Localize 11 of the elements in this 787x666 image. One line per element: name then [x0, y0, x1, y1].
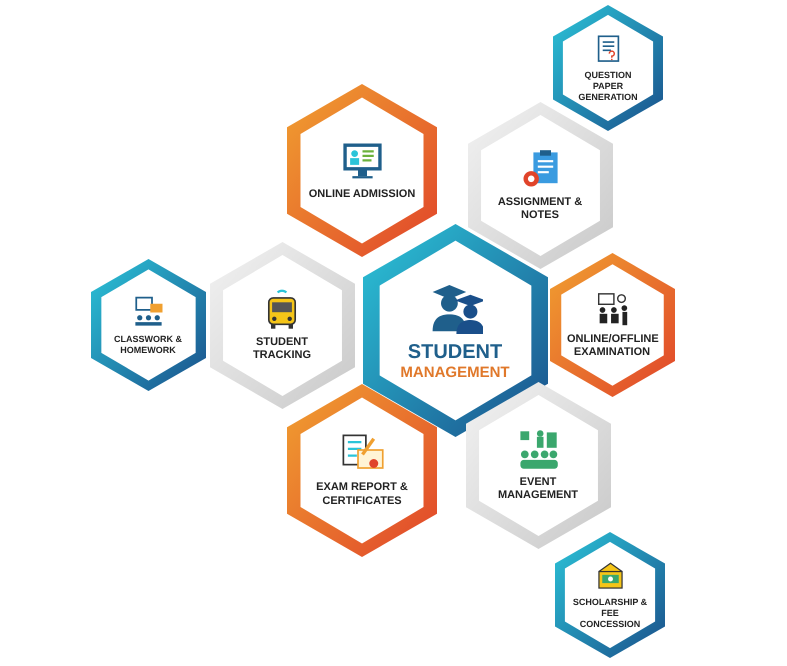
subtitle-text: MANAGEMENT	[400, 364, 510, 382]
tile-label: ONLINE ADMISSION	[308, 188, 416, 202]
tile-label: SCHOLARSHIP & FEE CONCESSION	[572, 597, 648, 630]
tile-label: EVENT MANAGEMENT	[496, 476, 580, 502]
tile-label: CLASSWORK & HOMEWORK	[112, 334, 183, 356]
tile-label: QUESTION PAPER GENERATION	[577, 70, 639, 103]
tile-label: STUDENT TRACKING	[252, 336, 312, 362]
tile-label: ONLINE/OFFLINE EXAMINATION	[567, 332, 657, 360]
title-text: STUDENT	[408, 340, 502, 364]
tile-label: ASSIGNMENT & NOTES	[496, 196, 584, 222]
tile-label: EXAM REPORT & CERTIFICATES	[315, 481, 409, 508]
